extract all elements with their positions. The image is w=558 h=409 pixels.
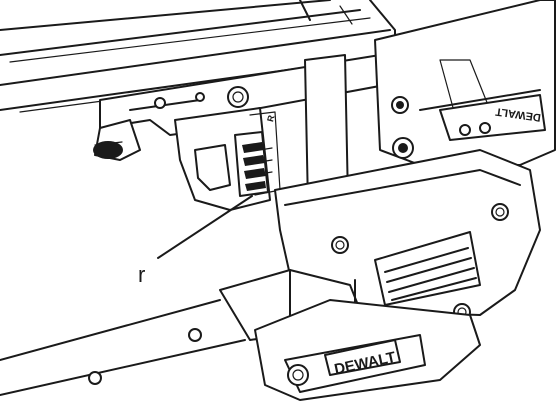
callout-r: r <box>138 195 253 287</box>
leader-line <box>157 195 253 259</box>
adjuster-knob <box>234 131 269 197</box>
hook-part <box>93 119 141 161</box>
motor-housing: DEWALT <box>374 0 556 171</box>
callout-label: r <box>138 262 145 287</box>
side-mark: R <box>265 114 276 123</box>
lower-body <box>274 149 541 321</box>
lower-grip: DEWALT <box>254 299 481 401</box>
